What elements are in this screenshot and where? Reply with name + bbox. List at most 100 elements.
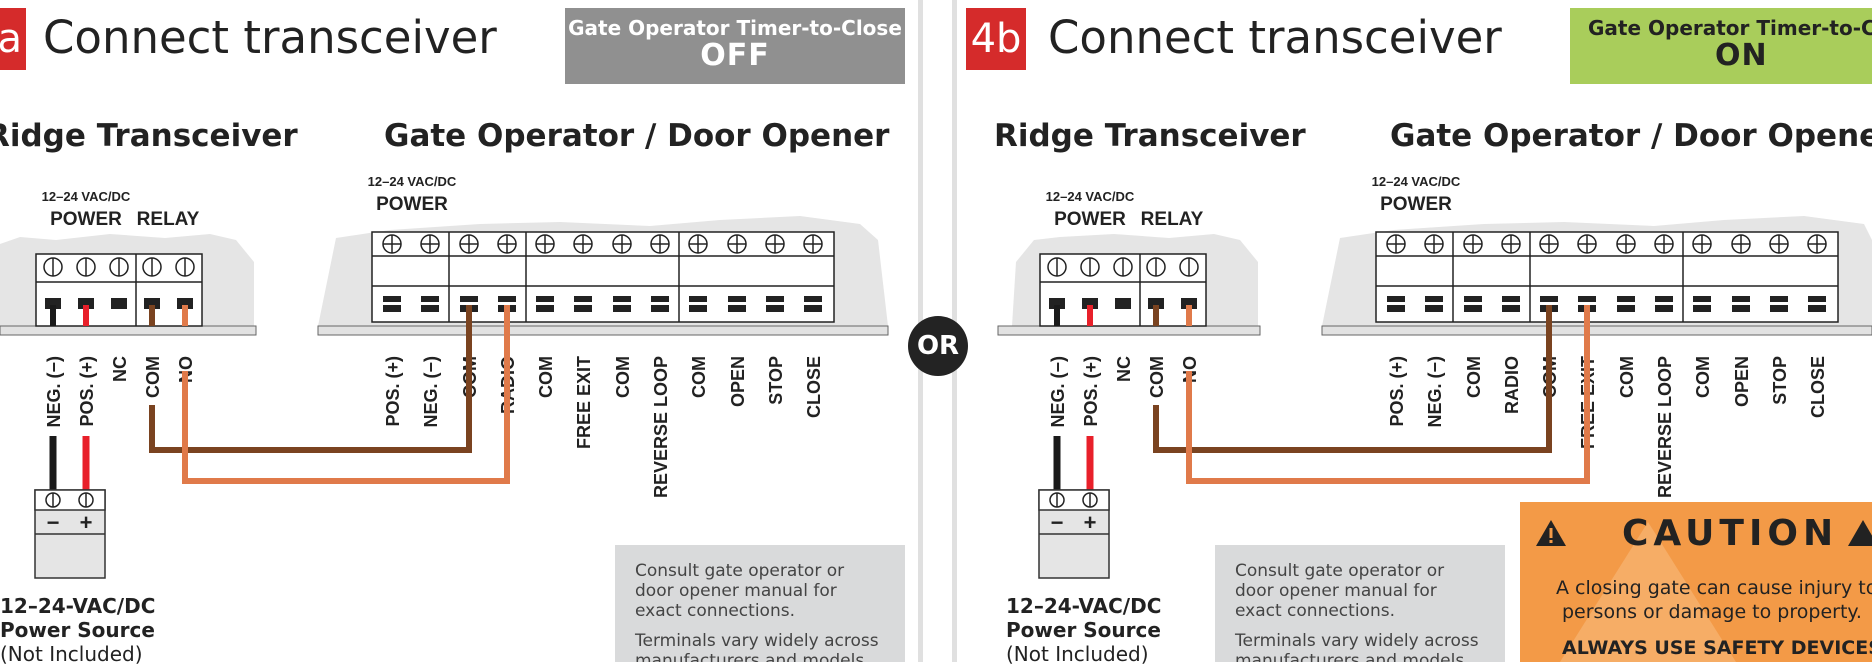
wire-no-to-operator: [182, 305, 510, 484]
wiring-diagram: 12–24 VAC/DC POWER RELAY NEG. (−) POS. (…: [997, 174, 1872, 579]
operator-power-rating: 12–24 VAC/DC: [1372, 174, 1461, 189]
operator-screws: [1386, 234, 1827, 254]
operator-label-free-exit: FREE EXIT: [574, 356, 594, 449]
power-source-neg-sign: −: [1051, 510, 1064, 535]
operator-screws: [382, 234, 823, 254]
power-source-line1: 12–24-VAC/DC: [0, 594, 156, 618]
operator-label-com-1: COM: [1464, 356, 1484, 398]
step-badge: 4b: [966, 8, 1026, 70]
wire-no-to-operator: [1186, 305, 1590, 484]
operator-label-com-2: COM: [536, 356, 556, 398]
terminal-label-com: COM: [143, 356, 163, 398]
transceiver-shelf: [0, 325, 257, 336]
timer-state: ON: [1715, 38, 1768, 73]
transceiver-power-label: POWER: [1054, 209, 1126, 230]
transceiver-power-label: POWER: [50, 209, 122, 230]
operator-label-com-3: COM: [613, 356, 633, 398]
note-box: Consult gate operator or door opener man…: [615, 545, 905, 662]
operator-title: Gate Operator / Door Opener: [1390, 118, 1872, 154]
power-source-caption: 12–24-VAC/DC Power Source (Not Included): [0, 594, 156, 666]
power-source-line3: (Not Included): [0, 642, 143, 666]
transceiver-screws: [43, 257, 195, 277]
power-source-line1: 12–24-VAC/DC: [1006, 594, 1162, 618]
transceiver-shelf: [997, 325, 1261, 336]
terminal-label-pos: POS. (+): [77, 356, 97, 427]
operator-label-close: CLOSE: [804, 356, 824, 418]
operator-label-com-4: COM: [1693, 356, 1713, 398]
operator-label-radio: RADIO: [1502, 356, 1522, 414]
timer-to-close-badge: Gate Operator Timer-to-Close OFF: [565, 8, 905, 84]
transceiver-sockets: [1049, 298, 1197, 309]
warning-triangle-icon: [1536, 520, 1566, 546]
operator-label-pos: POS. (+): [1387, 356, 1407, 427]
timer-state: OFF: [700, 38, 770, 73]
power-source-neg-sign: −: [47, 510, 60, 535]
caution-watermark: [1560, 522, 1736, 662]
note-consult: Consult gate operator or door opener man…: [1235, 561, 1445, 621]
transceiver-relay-label: RELAY: [1141, 209, 1204, 230]
terminal-label-neg: NEG. (−): [1048, 356, 1068, 428]
note-terminals: Terminals vary widely across manufacture…: [635, 631, 879, 662]
power-source-line3: (Not Included): [1006, 642, 1149, 666]
transceiver-title: Ridge Transceiver: [0, 118, 298, 154]
wire-com-to-operator: [149, 305, 472, 453]
operator-power-rating: 12–24 VAC/DC: [368, 174, 457, 189]
operator-label-reverse-loop: REVERSE LOOP: [1655, 356, 1675, 498]
transceiver-title: Ridge Transceiver: [994, 118, 1306, 154]
power-source-line2: Power Source: [1006, 618, 1161, 642]
timer-to-close-badge: Gate Operator Timer-to-Close ON: [1570, 8, 1872, 84]
warning-triangle-icon: [1848, 520, 1872, 546]
power-source-block: [1038, 489, 1110, 579]
caution-box: CAUTION A closing gate can cause injury …: [1520, 502, 1872, 662]
operator-label-reverse-loop: REVERSE LOOP: [651, 356, 671, 498]
timer-label: Gate Operator Timer-to-Close: [1588, 16, 1872, 40]
terminal-label-nc: NC: [110, 356, 130, 382]
transceiver-screws: [1047, 257, 1199, 277]
transceiver-power-rating: 12–24 VAC/DC: [1046, 189, 1135, 204]
operator-terminal-block: [1375, 231, 1839, 323]
operator-label-stop: STOP: [1770, 356, 1790, 405]
transceiver-sockets: [45, 298, 193, 309]
step-title: Connect transceiver: [43, 11, 497, 64]
caution-line1: A closing gate can cause injury to: [1556, 577, 1872, 599]
terminal-label-pos: POS. (+): [1081, 356, 1101, 427]
caution-line3: ALWAYS USE SAFETY DEVICES!: [1562, 637, 1872, 659]
operator-shelf: [317, 325, 889, 336]
transceiver-power-rating: 12–24 VAC/DC: [42, 189, 131, 204]
or-badge: OR: [908, 316, 968, 376]
operator-label-pos: POS. (+): [383, 356, 403, 427]
operator-power-label: POWER: [376, 194, 448, 215]
note-box: Consult gate operator or door opener man…: [1215, 545, 1505, 662]
terminal-label-com: COM: [1147, 356, 1167, 398]
operator-label-neg: NEG. (−): [421, 356, 441, 428]
step-title: Connect transceiver: [1048, 11, 1502, 64]
terminal-label-no: NO: [1180, 356, 1200, 383]
power-source-line2: Power Source: [0, 618, 155, 642]
caution-line2: persons or damage to property.: [1562, 601, 1862, 623]
transceiver-relay-label: RELAY: [137, 209, 200, 230]
operator-title: Gate Operator / Door Opener: [384, 118, 890, 154]
operator-label-stop: STOP: [766, 356, 786, 405]
note-consult: Consult gate operator or door opener man…: [635, 561, 845, 621]
power-source-block: [34, 489, 106, 579]
wiring-diagram: 12–24 VAC/DC POWER RELAY NEG. (−) POS. (…: [0, 174, 889, 579]
caution-heading: CAUTION: [1622, 513, 1839, 554]
timer-label: Gate Operator Timer-to-Close: [568, 16, 902, 40]
wire-com-to-operator: [1153, 305, 1552, 453]
operator-label-open: OPEN: [1732, 356, 1752, 407]
operator-terminal-block: [371, 231, 835, 323]
operator-power-label: POWER: [1380, 194, 1452, 215]
operator-label-com-3: COM: [1617, 356, 1637, 398]
operator-label-open: OPEN: [728, 356, 748, 407]
terminal-label-nc: NC: [1114, 356, 1134, 382]
power-source-caption: 12–24-VAC/DC Power Source (Not Included): [1006, 594, 1162, 666]
power-source-pos-sign: +: [1084, 510, 1097, 535]
operator-label-neg: NEG. (−): [1425, 356, 1445, 428]
power-source-pos-sign: +: [80, 510, 93, 535]
step-badge: 4a: [0, 8, 26, 70]
note-terminals: Terminals vary widely across manufacture…: [1235, 631, 1479, 662]
operator-label-com-4: COM: [689, 356, 709, 398]
terminal-label-no: NO: [176, 356, 196, 383]
operator-shelf: [1321, 325, 1872, 336]
operator-label-close: CLOSE: [1808, 356, 1828, 418]
